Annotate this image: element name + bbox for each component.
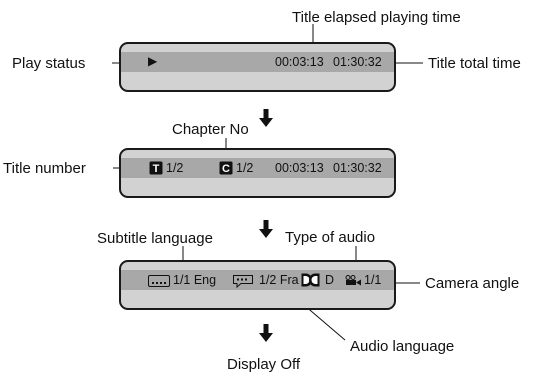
osd-panel-playback: ▶ 00:03:13 01:30:32	[119, 42, 396, 92]
camera-angle: 1/1	[364, 273, 382, 287]
audio-icon	[233, 275, 253, 288]
down-arrow-icon	[259, 109, 273, 127]
total-time: 01:30:32	[333, 161, 382, 175]
elapsed-time: 00:03:13	[275, 161, 324, 175]
osd-panel-audio-subtitle: 1/1 Eng 1/2 Fra D 1/1	[119, 260, 396, 310]
osd-band	[121, 52, 394, 72]
chapter-icon-letter: C	[222, 163, 230, 175]
label-title-elapsed: Title elapsed playing time	[292, 9, 461, 26]
chapter-icon: C	[219, 161, 233, 175]
osd-panel-title-chapter: T 1/2 C 1/2 00:03:13 01:30:32	[119, 148, 396, 198]
label-audio-language: Audio language	[350, 338, 455, 355]
audio-type: D	[325, 273, 335, 287]
subtitle-icon	[148, 275, 170, 287]
total-time: 01:30:32	[333, 55, 382, 69]
osd-band	[121, 270, 394, 290]
down-arrow-icon	[259, 220, 273, 238]
title-icon-letter: T	[153, 163, 160, 175]
label-play-status: Play status	[12, 55, 86, 72]
label-title-number: Title number	[3, 160, 86, 177]
label-camera-angle: Camera angle	[425, 275, 520, 292]
down-arrow-icon	[259, 324, 273, 342]
chapter-number: 1/2	[236, 161, 254, 175]
dolby-icon	[301, 273, 320, 287]
label-subtitle-language: Subtitle language	[97, 230, 213, 247]
camera-angle-icon	[345, 275, 361, 286]
title-number: 1/2	[166, 161, 184, 175]
label-display-off: Display Off	[227, 356, 301, 373]
subtitle-language: 1/1 Eng	[173, 273, 217, 287]
label-type-of-audio: Type of audio	[285, 229, 376, 246]
title-icon: T	[149, 161, 163, 175]
osd-band	[121, 158, 394, 178]
play-icon: ▶	[148, 54, 158, 68]
label-chapter-no: Chapter No	[172, 121, 249, 138]
label-title-total: Title total time	[428, 55, 521, 72]
elapsed-time: 00:03:13	[275, 55, 324, 69]
audio-language: 1/2 Fra	[259, 273, 299, 287]
